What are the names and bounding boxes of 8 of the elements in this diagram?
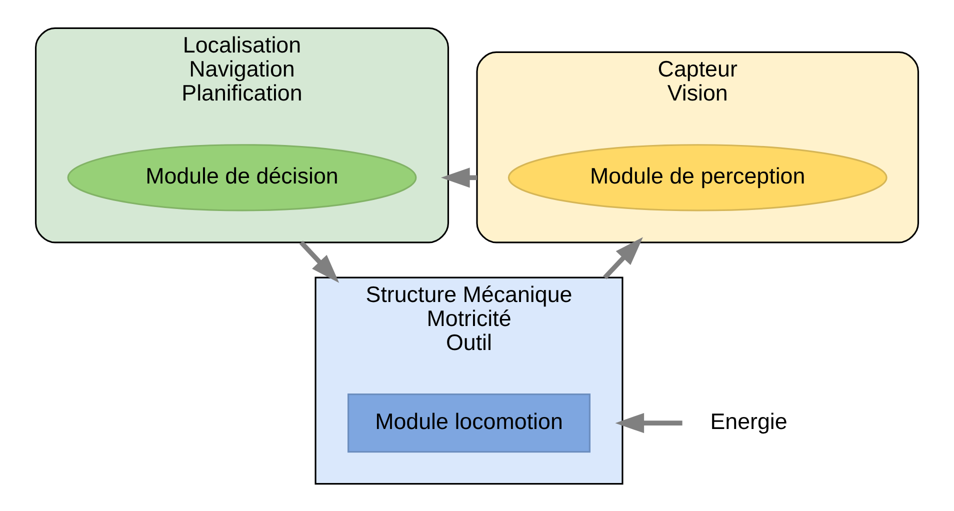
arrow xyxy=(615,412,682,433)
arrow xyxy=(603,236,643,279)
arrow xyxy=(299,240,340,282)
node-ellipse: Module de perception xyxy=(508,144,888,211)
node-ellipse: Module de décision xyxy=(67,144,417,211)
arrow xyxy=(440,167,477,188)
node-box: Module locomotion xyxy=(348,393,590,452)
node-text: Energie xyxy=(710,408,788,434)
